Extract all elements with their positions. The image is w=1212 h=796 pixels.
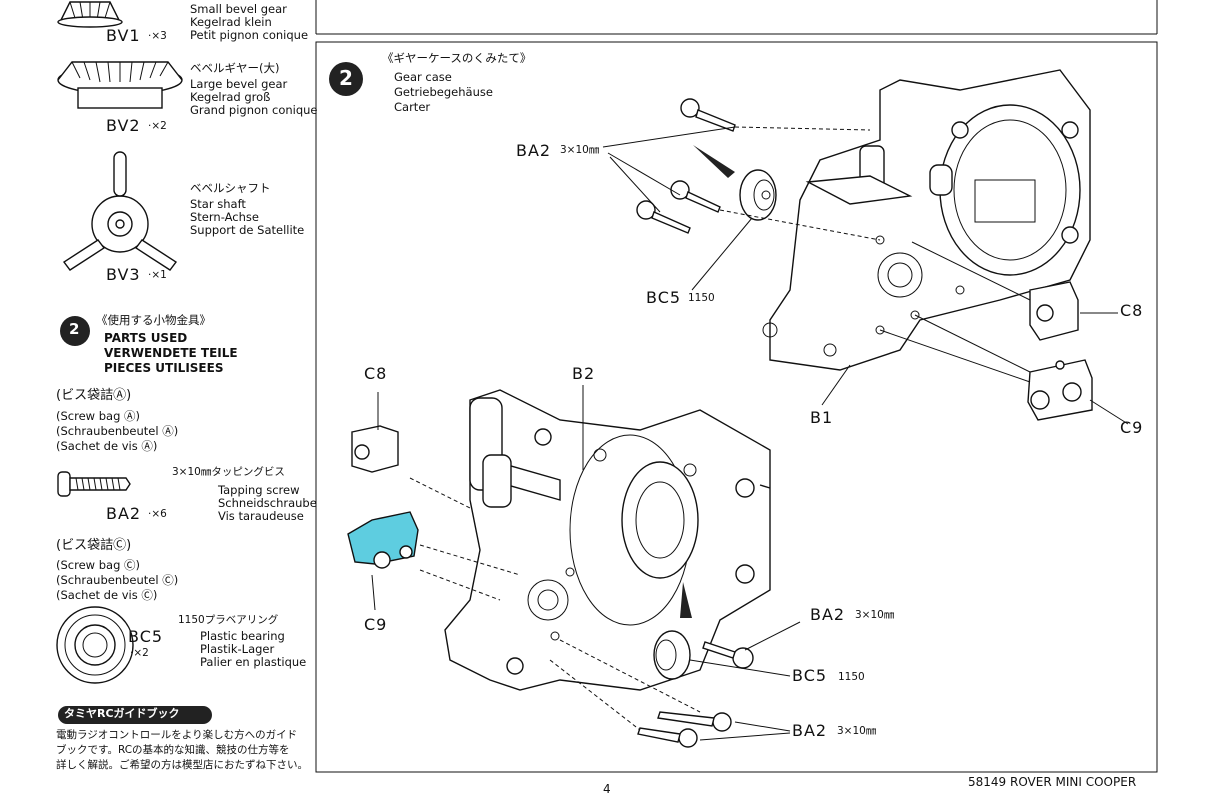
bag-a-en: (Screw bag Ⓐ): [56, 409, 141, 423]
bv2-code: BV2: [106, 116, 141, 135]
bc5-name-de: Plastik-Lager: [200, 642, 275, 656]
ba2-name-fr: Vis taraudeuse: [218, 509, 304, 523]
bag-c-jp: (ビス袋詰Ⓒ): [56, 538, 132, 553]
arrow-lower-bearing-icon: [680, 582, 692, 618]
bv1-name-fr: Petit pignon conique: [190, 28, 309, 42]
step-frame: [315, 41, 1158, 773]
ba2-name-en: Tapping screw: [218, 483, 300, 497]
leader-lines-lower: [371, 385, 801, 741]
label-ba2-top-size: 3×10㎜: [560, 144, 600, 156]
bv3-name-jp: ベベルシャフト: [190, 181, 271, 195]
label-c8-right: C8: [1120, 301, 1144, 320]
parts-step-number: 2: [69, 320, 80, 338]
bv2-name-fr: Grand pignon conique: [190, 103, 318, 117]
bv3-qty: ·×1: [148, 269, 167, 281]
tapping-screw-icon: [57, 471, 131, 497]
label-ba2-bottom: BA2: [792, 721, 828, 740]
bag-c-fr: (Sachet de vis Ⓒ): [56, 588, 158, 602]
bc5-name-en: Plastic bearing: [200, 629, 285, 643]
gear-case-b2-drawing: [444, 389, 771, 691]
bv3-name-de: Stern-Achse: [190, 210, 259, 224]
parts-used-fr: PIECES UTILISEES: [104, 361, 224, 375]
label-ba2-bottom-size: 3×10㎜: [837, 725, 877, 737]
footer-model: 58149 ROVER MINI COOPER: [968, 775, 1137, 789]
bevel-gear-large-icon: [57, 61, 183, 109]
step-title-de: Getriebegehäuse: [394, 85, 493, 99]
bag-c-en: (Screw bag Ⓒ): [56, 558, 141, 572]
bc5-name-jp: 1150プラベアリング: [178, 614, 279, 626]
c9-part-right-drawing: [1027, 359, 1093, 421]
guide-book-line-1: 電動ラジオコントロールをより楽しむ方へのガイド: [56, 729, 298, 741]
bv2-name-de: Kegelrad groß: [190, 90, 271, 104]
label-ba2-top: BA2: [516, 141, 552, 160]
bv1-qty: ·×3: [148, 30, 167, 42]
parts-step-badge-icon: [60, 316, 90, 346]
bc5-code: BC5: [128, 627, 164, 646]
c9-part-left-highlighted-drawing: [347, 511, 419, 569]
bv2-name-en: Large bevel gear: [190, 77, 288, 91]
bag-a-jp: (ビス袋詰Ⓐ): [56, 388, 132, 403]
ba2-screws-top-drawing: [636, 98, 736, 234]
label-bc5-mid-num: 1150: [838, 671, 865, 683]
c8-part-left-drawing: [351, 425, 399, 473]
parts-used-en: PARTS USED: [104, 331, 188, 345]
ba2-name-de: Schneidschraube: [218, 496, 317, 510]
bv2-name-jp: ベベルギヤー(大): [190, 61, 280, 75]
bv2-qty: ·×2: [148, 120, 167, 132]
bv1-code: BV1: [106, 26, 141, 45]
parts-used-de: VERWENDETE TEILE: [104, 346, 238, 360]
step-title-fr: Carter: [394, 100, 431, 114]
bv3-code: BV3: [106, 265, 141, 284]
label-ba2-mid: BA2: [810, 605, 846, 624]
bc5-name-fr: Palier en plastique: [200, 655, 307, 669]
label-c9-left: C9: [364, 615, 388, 634]
bv1-name-de: Kegelrad klein: [190, 15, 272, 29]
ba2-name-jp: 3×10㎜タッピングビス: [172, 466, 285, 478]
step-title-jp: 《ギヤーケースのくみたて》: [382, 51, 532, 65]
bv3-name-en: Star shaft: [190, 197, 246, 211]
step-badge-icon: [329, 62, 363, 96]
bc5-bearing-lower-drawing: [653, 630, 691, 680]
label-b2: B2: [572, 364, 596, 383]
parts-used-jp: 《使用する小物金具》: [96, 313, 211, 327]
label-ba2-mid-size: 3×10㎜: [855, 609, 895, 621]
arrow-top-bearing-icon: [693, 145, 735, 178]
guide-book-badge: タミヤRCガイドブック: [64, 707, 180, 720]
label-bc5-top: BC5: [646, 288, 682, 307]
page-number: 4: [603, 782, 611, 796]
bag-a-de: (Schraubenbeutel Ⓐ): [56, 424, 179, 438]
label-c8-left: C8: [364, 364, 388, 383]
step-title-en: Gear case: [394, 70, 452, 84]
bv3-name-fr: Support de Satellite: [190, 223, 305, 237]
guide-book-line-3: 詳しく解説。ご希望の方は模型店におたずね下さい。: [56, 759, 308, 771]
label-bc5-mid: BC5: [792, 666, 828, 685]
leader-lines-top: [602, 126, 1129, 425]
bag-a-fr: (Sachet de vis Ⓐ): [56, 439, 158, 453]
step-number: 2: [339, 66, 353, 90]
guide-book-line-2: ブックです。RCの基本的な知識、競技の仕方等を: [56, 744, 290, 756]
bv1-name-en: Small bevel gear: [190, 2, 287, 16]
ba2-code: BA2: [106, 504, 142, 523]
plastic-bearing-icon: [56, 606, 134, 684]
guide-book-badge-bg: [58, 706, 212, 724]
bc5-qty: ·×2: [130, 647, 149, 659]
bc5-bearing-top-drawing: [739, 169, 777, 221]
ba2-screws-lower-drawing: [637, 641, 754, 748]
label-bc5-top-num: 1150: [688, 292, 715, 304]
bag-c-de: (Schraubenbeutel Ⓒ): [56, 573, 179, 587]
label-c9-right: C9: [1120, 418, 1144, 437]
label-b1: B1: [810, 408, 834, 427]
bevel-gear-small-icon: [57, 1, 123, 28]
star-shaft-icon: [62, 151, 178, 271]
ba2-qty: ·×6: [148, 508, 167, 520]
c8-part-right-drawing: [1029, 281, 1079, 341]
gear-case-b1-drawing: [762, 69, 1091, 371]
